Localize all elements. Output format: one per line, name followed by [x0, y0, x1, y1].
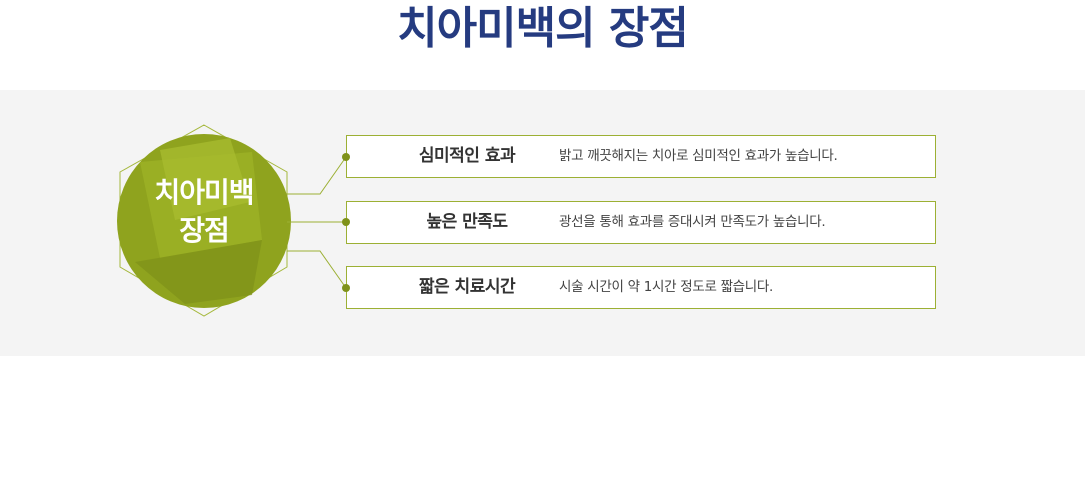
hub-label: 치아미백 장점: [118, 174, 290, 250]
advantage-title: 높은 만족도: [426, 212, 508, 232]
connector-line-3: [287, 250, 347, 289]
hub-hexagon-outline: [119, 124, 288, 317]
advantages-diagram: [117, 124, 347, 317]
advantage-title: 심미적인 효과: [418, 146, 516, 166]
hub-facet-highlight: [160, 138, 250, 220]
advantage-description: 밝고 깨끗해지는 치아로 심미적인 효과가 높습니다.: [559, 148, 838, 164]
advantage-item-satisfaction: 높은 만족도 광선을 통해 효과를 증대시켜 만족도가 높습니다.: [346, 201, 936, 244]
hub-label-line1: 치아미백: [154, 176, 254, 209]
advantage-description: 광선을 통해 효과를 증대시켜 만족도가 높습니다.: [559, 214, 826, 230]
hub-label-line2: 장점: [179, 214, 230, 247]
advantage-title: 짧은 치료시간: [418, 277, 516, 297]
hub-facet-dark: [135, 240, 262, 304]
advantage-description: 시술 시간이 약 1시간 정도로 짧습니다.: [559, 279, 774, 295]
advantage-item-short-time: 짧은 치료시간 시술 시간이 약 1시간 정도로 짧습니다.: [346, 266, 936, 309]
connector-line-1: [287, 156, 347, 195]
advantages-section: 치아미백 장점 심미적인 효과 밝고 깨끗해지는 치아로 심미적인 효과가 높습…: [0, 90, 1085, 356]
page-title: 치아미백의 장점: [397, 3, 689, 54]
advantage-item-aesthetic: 심미적인 효과 밝고 깨끗해지는 치아로 심미적인 효과가 높습니다.: [346, 135, 936, 178]
